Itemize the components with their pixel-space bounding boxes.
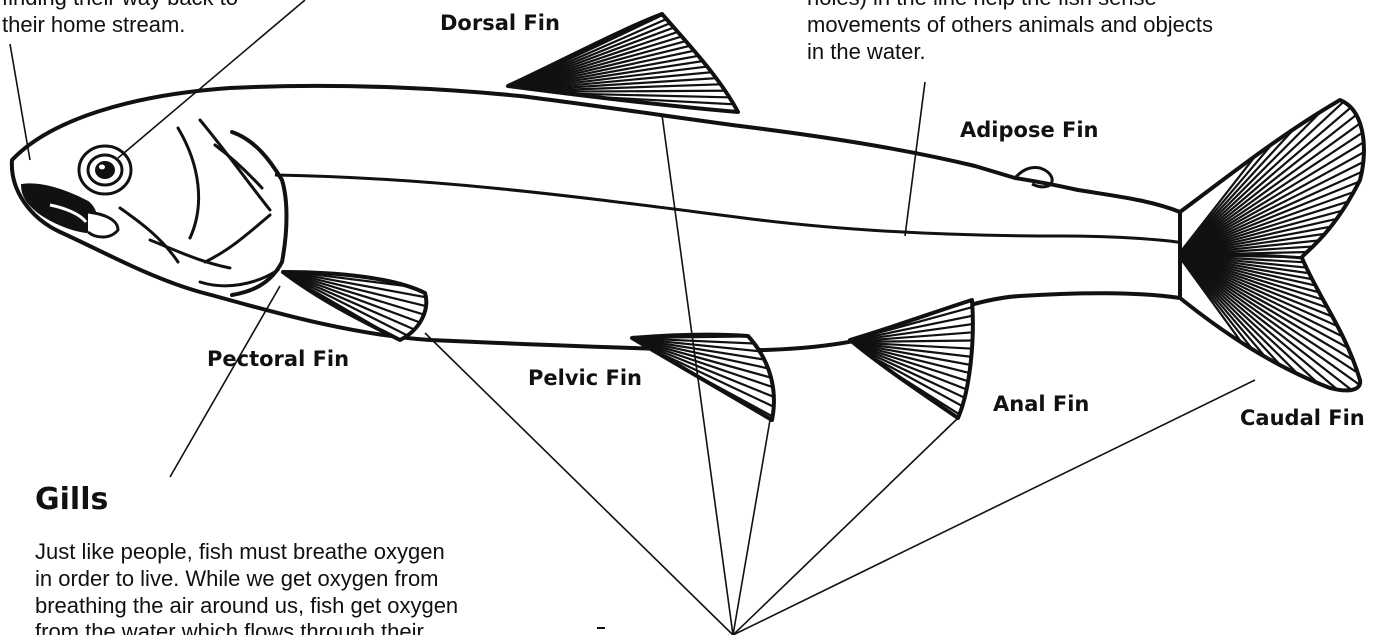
gills-note: Just like people, fish must breathe oxyg… bbox=[35, 539, 458, 635]
fins-leader-anal bbox=[733, 418, 958, 635]
fins-leader-caudal bbox=[733, 380, 1255, 635]
lateral-line-note: holes) in the line help the fish sense m… bbox=[807, 0, 1213, 65]
eye-note: finding their way back to their home str… bbox=[2, 0, 238, 39]
anal-fin-label: Anal Fin bbox=[993, 392, 1089, 416]
pectoral-fin-label: Pectoral Fin bbox=[207, 347, 349, 371]
mouth-leader-line bbox=[10, 44, 30, 160]
gills-label: Gills bbox=[35, 482, 108, 517]
gills-leader-line bbox=[170, 286, 280, 477]
dorsal-fin-label: Dorsal Fin bbox=[440, 11, 560, 35]
adipose-fin-label: Adipose Fin bbox=[960, 118, 1099, 142]
fins-leader-pelvic bbox=[733, 420, 770, 635]
pelvic-fin-label: Pelvic Fin bbox=[528, 366, 642, 390]
caudal-fin-label: Caudal Fin bbox=[1240, 406, 1365, 430]
